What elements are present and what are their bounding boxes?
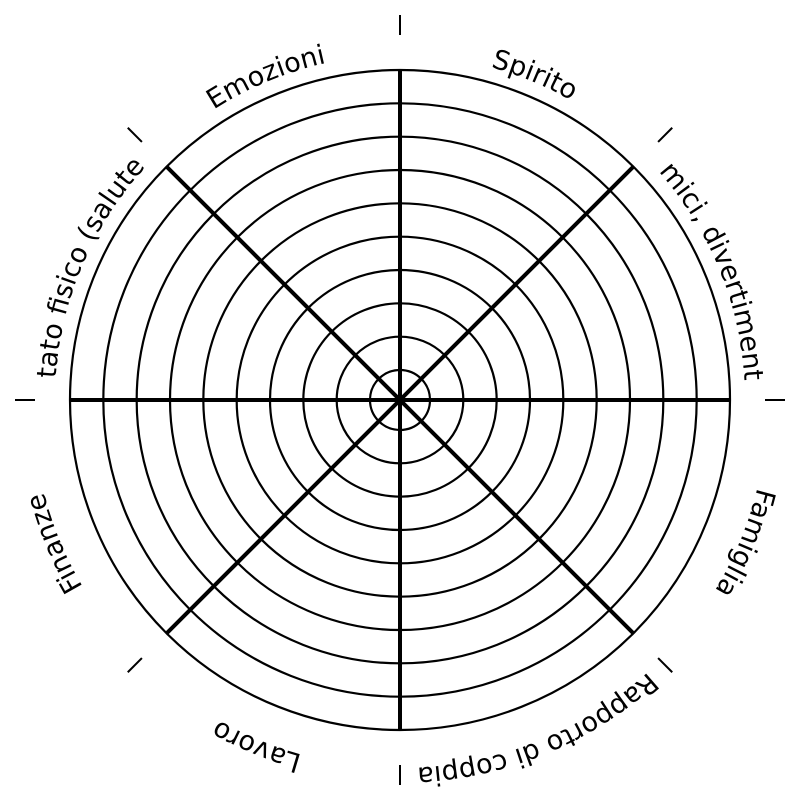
sector-label-text: Lavoro [207,714,304,778]
sector-label-text: Rapporto di coppia [416,667,664,792]
sector-label-text: Famiglia [709,486,781,603]
sector-label-8: Emozioni [201,40,328,116]
tick-mark-2 [657,127,673,143]
tick-mark-4 [657,657,673,673]
sector-label-1: Spirito [489,44,583,107]
spoke-4 [165,165,635,635]
sector-label-3: Famiglia [709,486,781,603]
sector-label-4: Rapporto di coppia [416,667,664,792]
sector-label-7: Stato fisico (salute) [0,0,151,379]
sector-spokes [70,70,730,730]
sector-label-6: Finanze [21,490,89,598]
sector-label-5: Lavoro [207,714,304,778]
tick-mark-8 [127,127,143,143]
sector-label-text: Stato fisico (salute) [0,0,151,379]
outer-tick-marks [15,15,785,785]
sector-label-text: Spirito [489,44,583,107]
tick-mark-6 [127,657,143,673]
sector-label-text: Finanze [21,490,89,598]
sector-label-text: Emozioni [201,40,328,116]
